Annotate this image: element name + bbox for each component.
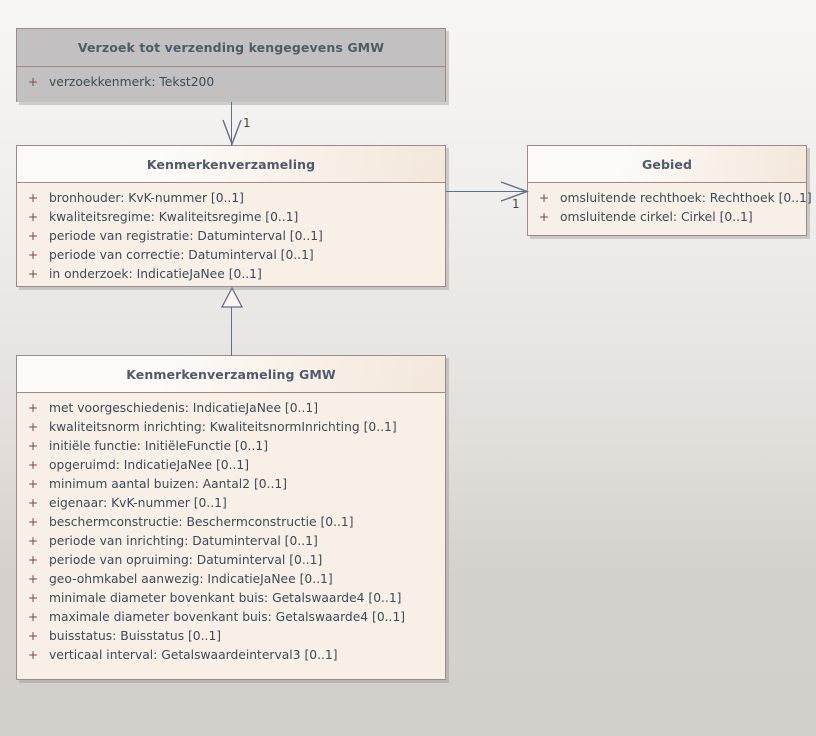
visibility-marker: +	[27, 191, 39, 205]
visibility-marker: +	[27, 229, 39, 243]
class-title-gebied: Gebied	[528, 146, 806, 183]
attribute-row: + maximale diameter bovenkant buis: Geta…	[17, 608, 445, 627]
visibility-marker: +	[27, 610, 39, 624]
attribute-row: + omsluitende cirkel: Cirkel [0..1]	[528, 208, 806, 227]
hollow-triangle-up-icon	[220, 286, 244, 308]
attribute-row: + periode van opruiming: Datuminterval […	[17, 551, 445, 570]
visibility-marker: +	[27, 210, 39, 224]
visibility-marker: +	[27, 572, 39, 586]
visibility-marker: +	[27, 477, 39, 491]
attribute-text: minimale diameter bovenkant buis: Getals…	[49, 591, 402, 605]
visibility-marker: +	[27, 420, 39, 434]
visibility-marker: +	[538, 210, 550, 224]
attribute-row: + omsluitende rechthoek: Rechthoek [0..1…	[528, 189, 812, 208]
attribute-text: beschermconstructie: Beschermconstructie…	[49, 515, 354, 529]
multiplicity-label-gebied-association: 1	[512, 197, 520, 211]
attribute-list-gebied: + omsluitende rechthoek: Rechthoek [0..1…	[528, 183, 812, 235]
attribute-text: geo-ohmkabel aanwezig: IndicatieJaNee [0…	[49, 572, 333, 586]
attribute-row: + minimale diameter bovenkant buis: Geta…	[17, 589, 445, 608]
attribute-text: verzoekkenmerk: Tekst200	[49, 75, 215, 89]
visibility-marker: +	[27, 75, 39, 89]
class-box-kenmerkenverzameling[interactable]: Kenmerkenverzameling + bronhouder: KvK-n…	[16, 145, 446, 287]
visibility-marker: +	[27, 439, 39, 453]
attribute-row: + opgeruimd: IndicatieJaNee [0..1]	[17, 456, 445, 475]
class-box-kenmerkenverzameling-gmw[interactable]: Kenmerkenverzameling GMW + met voorgesch…	[16, 355, 446, 680]
attribute-row: + geo-ohmkabel aanwezig: IndicatieJaNee …	[17, 570, 445, 589]
attribute-text: minimum aantal buizen: Aantal2 [0..1]	[49, 477, 287, 491]
class-box-verzoek-tot-verzending-kengegevens-gmw[interactable]: Verzoek tot verzending kengegevens GMW +…	[16, 28, 446, 102]
visibility-marker: +	[538, 191, 550, 205]
attribute-text: maximale diameter bovenkant buis: Getals…	[49, 610, 406, 624]
attribute-text: periode van opruiming: Datuminterval [0.…	[49, 553, 323, 567]
attribute-text: omsluitende cirkel: Cirkel [0..1]	[560, 210, 753, 224]
connector-line-generalization[interactable]	[231, 305, 232, 356]
attribute-list-kenmerkenverzameling: + bronhouder: KvK-nummer [0..1] + kwalit…	[17, 183, 445, 286]
visibility-marker: +	[27, 496, 39, 510]
class-title-kenmerkenverzameling-gmw: Kenmerkenverzameling GMW	[17, 356, 445, 393]
class-title-kenmerkenverzameling: Kenmerkenverzameling	[17, 146, 445, 183]
attribute-row: + buisstatus: Buisstatus [0..1]	[17, 627, 445, 646]
attribute-row: + periode van inrichting: Datuminterval …	[17, 532, 445, 551]
visibility-marker: +	[27, 648, 39, 662]
class-title-verzoek: Verzoek tot verzending kengegevens GMW	[17, 29, 445, 67]
attribute-text: omsluitende rechthoek: Rechthoek [0..1]	[560, 191, 812, 205]
attribute-text: bronhouder: KvK-nummer [0..1]	[49, 191, 244, 205]
attribute-row: + periode van correctie: Datuminterval […	[17, 246, 445, 265]
attribute-row: + bronhouder: KvK-nummer [0..1]	[17, 189, 445, 208]
visibility-marker: +	[27, 248, 39, 262]
attribute-row: + initiële functie: InitiëleFunctie [0..…	[17, 437, 445, 456]
attribute-list-kenmerkenverzameling-gmw: + met voorgeschiedenis: IndicatieJaNee […	[17, 393, 445, 679]
attribute-row: + beschermconstructie: Beschermconstruct…	[17, 513, 445, 532]
attribute-row: + minimum aantal buizen: Aantal2 [0..1]	[17, 475, 445, 494]
attribute-text: opgeruimd: IndicatieJaNee [0..1]	[49, 458, 250, 472]
attribute-row: + verticaal interval: Getalswaardeinterv…	[17, 646, 445, 665]
attribute-list-verzoek: + verzoekkenmerk: Tekst200	[17, 67, 445, 102]
visibility-marker: +	[27, 515, 39, 529]
multiplicity-label-verzoek-association: 1	[243, 116, 251, 130]
attribute-row: + kwaliteitsregime: Kwaliteitsregime [0.…	[17, 208, 445, 227]
visibility-marker: +	[27, 267, 39, 281]
attribute-text: kwaliteitsregime: Kwaliteitsregime [0..1…	[49, 210, 299, 224]
connector-line-kenmerkenverzameling-to-gebied[interactable]	[446, 191, 528, 192]
attribute-text: in onderzoek: IndicatieJaNee [0..1]	[49, 267, 262, 281]
attribute-text: periode van correctie: Datuminterval [0.…	[49, 248, 314, 262]
open-arrow-right-icon	[500, 181, 530, 202]
visibility-marker: +	[27, 401, 39, 415]
visibility-marker: +	[27, 591, 39, 605]
connector-line-verzoek-to-kenmerkenverzameling[interactable]	[231, 102, 232, 146]
open-arrow-down-icon	[222, 119, 242, 146]
visibility-marker: +	[27, 629, 39, 643]
attribute-text: kwaliteitsnorm inrichting: Kwaliteitsnor…	[49, 420, 397, 434]
attribute-row: + in onderzoek: IndicatieJaNee [0..1]	[17, 265, 445, 284]
attribute-text: verticaal interval: Getalswaardeinterval…	[49, 648, 338, 662]
visibility-marker: +	[27, 534, 39, 548]
attribute-text: buisstatus: Buisstatus [0..1]	[49, 629, 222, 643]
attribute-row: + eigenaar: KvK-nummer [0..1]	[17, 494, 445, 513]
attribute-row: + kwaliteitsnorm inrichting: Kwaliteitsn…	[17, 418, 445, 437]
class-box-gebied[interactable]: Gebied + omsluitende rechthoek: Rechthoe…	[527, 145, 812, 236]
attribute-row: + verzoekkenmerk: Tekst200	[17, 73, 445, 92]
visibility-marker: +	[27, 553, 39, 567]
visibility-marker: +	[27, 458, 39, 472]
attribute-text: initiële functie: InitiëleFunctie [0..1]	[49, 439, 268, 453]
attribute-text: periode van registratie: Datuminterval […	[49, 229, 323, 243]
attribute-text: eigenaar: KvK-nummer [0..1]	[49, 496, 227, 510]
attribute-row: + met voorgeschiedenis: IndicatieJaNee […	[17, 399, 445, 418]
attribute-text: periode van inrichting: Datuminterval [0…	[49, 534, 318, 548]
attribute-text: met voorgeschiedenis: IndicatieJaNee [0.…	[49, 401, 318, 415]
attribute-row: + periode van registratie: Datuminterval…	[17, 227, 445, 246]
